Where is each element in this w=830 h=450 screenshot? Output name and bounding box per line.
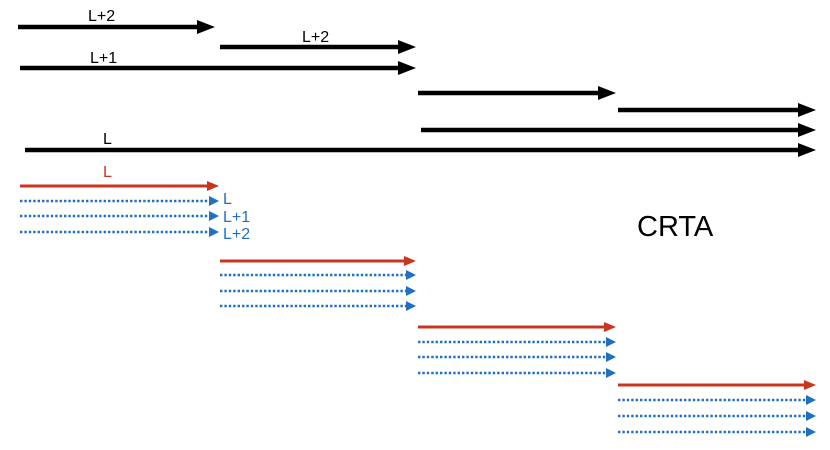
blue-arrow-2c-head [406,301,416,311]
blue-arrow-3b-head [606,352,616,362]
blue-arrow-4c-head [806,427,816,437]
red-arrow-3-head [604,322,616,332]
blue-arrow-2c [220,301,416,311]
blue-arrow-3c-head [606,368,616,378]
blue-arrow-4b [618,411,816,421]
black-arrow-fourth-right-head [798,103,816,117]
black-arrow-top-middle [220,40,416,54]
black-arrow-bottom-long [25,143,816,157]
red-arrow-3 [418,322,616,332]
blue-arrow-3c [418,368,616,378]
black-arrow-second-row [20,61,416,75]
red-arrow-1-head [207,181,219,191]
black-arrow-fourth-right [618,103,816,117]
black-arrow-fifth-right [421,123,816,137]
blue-arrow-2a-head [406,270,416,280]
blue-arrow-2b [220,286,416,296]
blue-arrow-1a-head [209,196,219,206]
blue-arrow-1a [20,196,219,206]
black-arrow-third-right-head [598,86,616,100]
scheme-title: CRTA [637,211,714,243]
black-label-top-middle: L+2 [302,29,329,46]
blue-arrow-1b-head [209,211,219,221]
blue-arrow-1c [20,227,219,237]
black-label-top-left: L+2 [88,8,115,25]
blue-arrow-4a-head [806,395,816,405]
black-arrow-top-left [18,20,215,34]
blue-arrow-1b [20,211,219,221]
blue-label-1: L [223,191,232,208]
blue-arrow-1c-head [209,227,219,237]
red-arrow-4 [618,380,816,390]
red-arrow-4-head [804,380,816,390]
arrow-layer [18,20,816,437]
blue-arrow-4b-head [806,411,816,421]
black-arrow-fifth-right-head [798,123,816,137]
blue-arrow-2b-head [406,286,416,296]
blue-arrow-3a [418,337,616,347]
blue-arrow-3b [418,352,616,362]
blue-label-2: L+1 [223,209,250,226]
red-label: L [103,164,112,181]
blue-label-3: L+2 [223,226,250,243]
blue-arrow-4a [618,395,816,405]
red-arrow-2-head [404,256,416,266]
black-label-second-row: L+1 [90,50,117,67]
black-arrow-bottom-long-head [798,143,816,157]
red-arrow-2 [220,256,416,266]
black-arrow-second-row-head [398,61,416,75]
black-arrow-top-middle-head [398,40,416,54]
black-arrow-third-right [418,86,616,100]
black-label-bottom-row: L [103,131,112,148]
blue-arrow-4c [618,427,816,437]
black-arrow-top-left-head [197,20,215,34]
blue-arrow-3a-head [606,337,616,347]
blue-arrow-2a [220,270,416,280]
red-arrow-1 [20,181,219,191]
